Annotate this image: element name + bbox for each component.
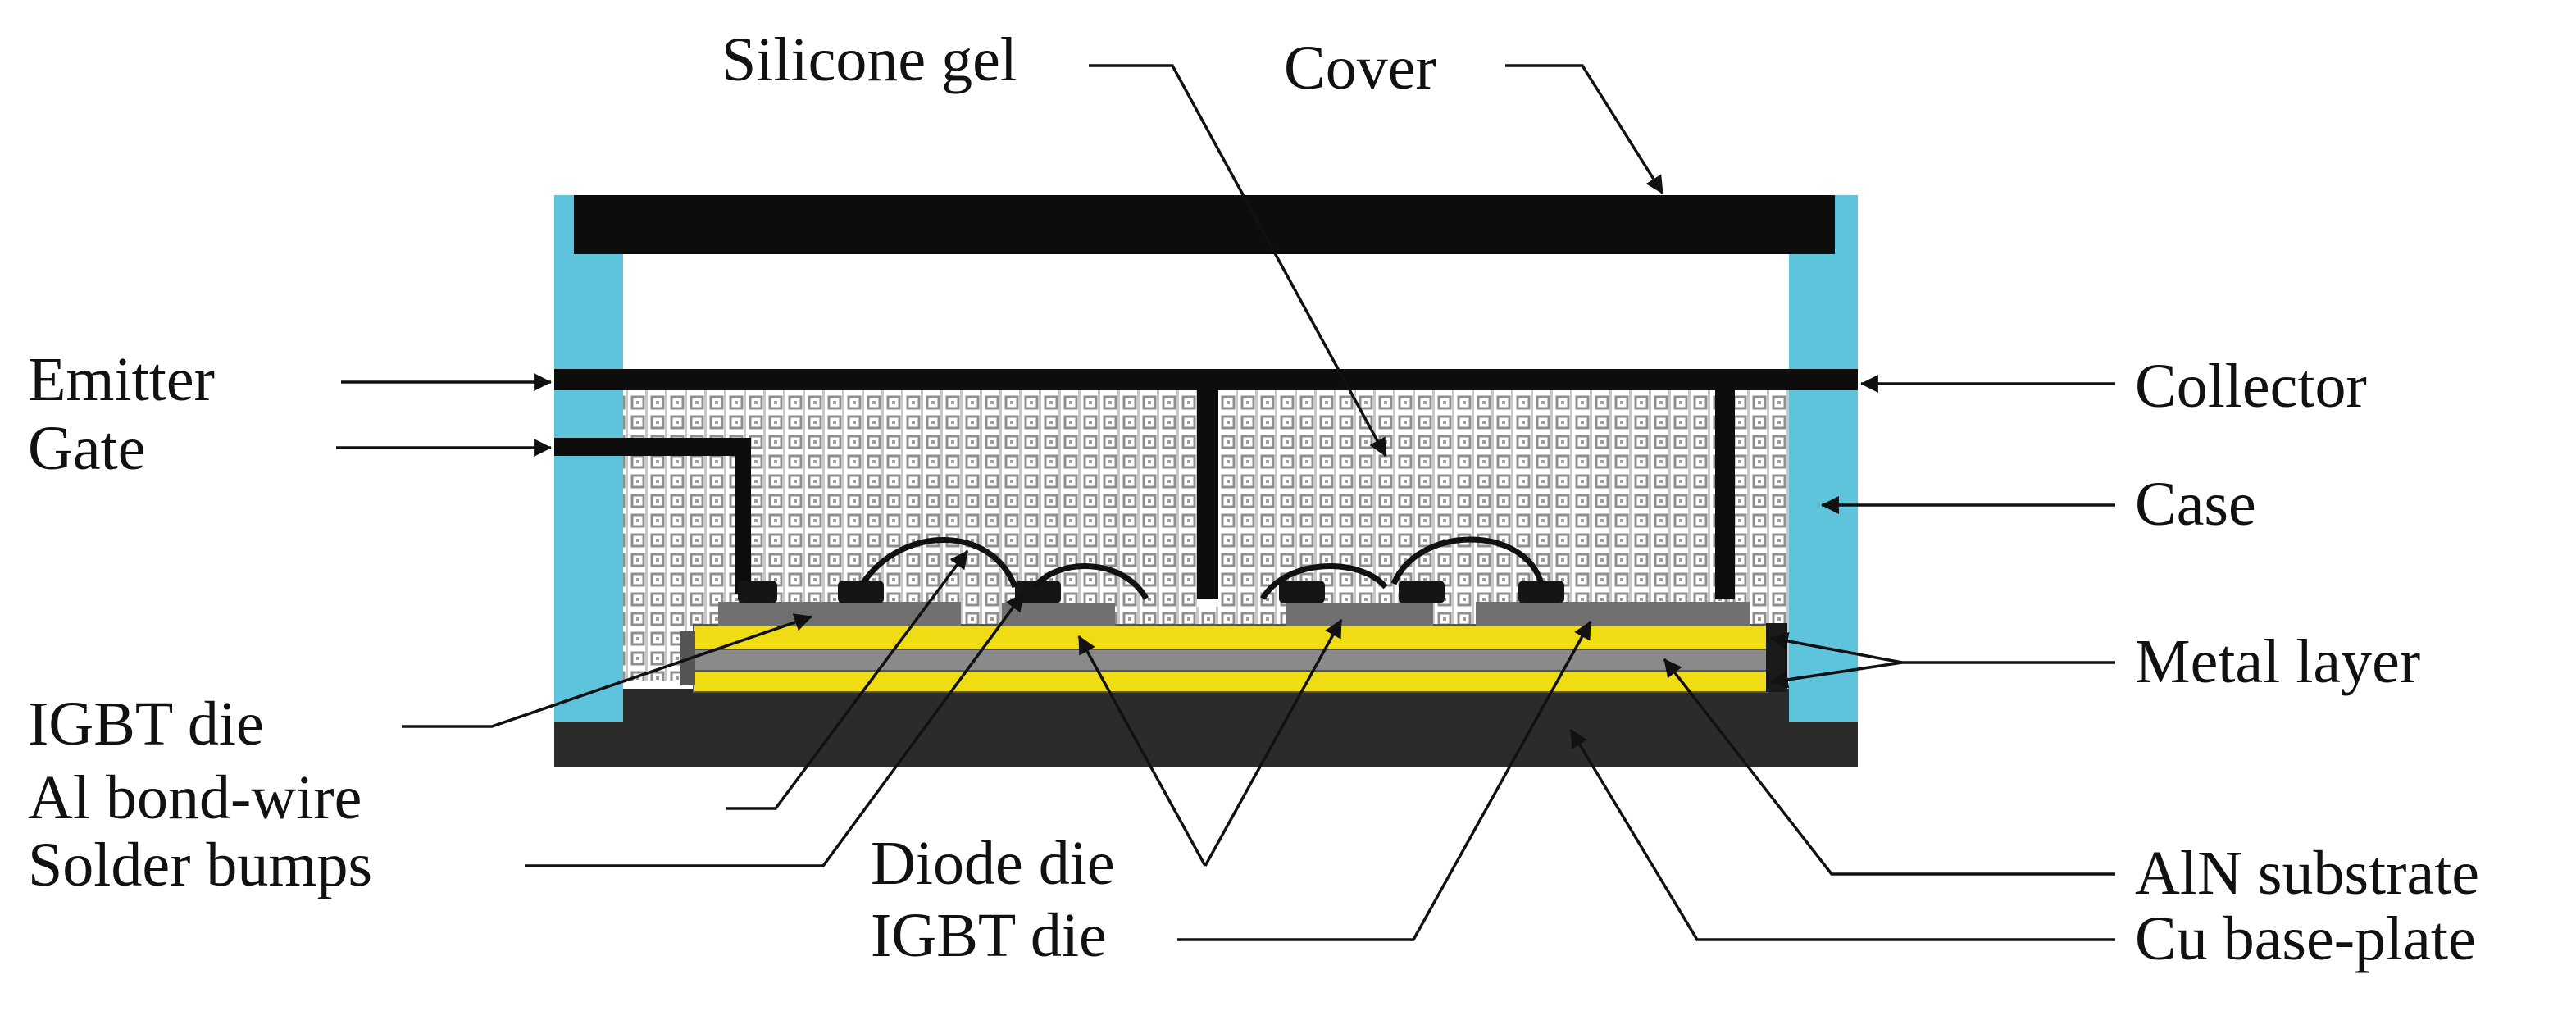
label-metal-layer: Metal layer bbox=[2135, 627, 2420, 696]
leader-cover bbox=[1505, 64, 1664, 194]
leader-al-bond-wire bbox=[726, 549, 969, 810]
gate-terminal-down bbox=[735, 438, 751, 594]
leader-igbt-die-left bbox=[402, 613, 813, 728]
cover-plate bbox=[574, 195, 1835, 254]
leader-aln-substrate bbox=[1663, 658, 2115, 876]
label-silicone-gel: Silicone gel bbox=[721, 25, 1017, 94]
label-collector: Collector bbox=[2135, 352, 2367, 421]
metal-layer-bottom bbox=[693, 668, 1768, 693]
igbt-die-left-shape bbox=[718, 602, 961, 626]
diode-die-right-shape bbox=[1286, 603, 1433, 626]
label-cover: Cover bbox=[1284, 34, 1436, 102]
solder-bump bbox=[1518, 581, 1564, 603]
aln-substrate-layer bbox=[693, 647, 1768, 672]
label-igbt-die-bottom: IGBT die bbox=[871, 901, 1107, 970]
label-emitter: Emitter bbox=[28, 345, 215, 414]
leader-metal-layer-branch bbox=[1769, 632, 1903, 664]
label-solder-bumps: Solder bumps bbox=[28, 831, 372, 899]
leader-metal-layer-branch bbox=[1769, 661, 1903, 689]
case-wall-right bbox=[1789, 195, 1858, 722]
leader-cu-base-plate bbox=[1569, 729, 2115, 941]
solder-bump bbox=[838, 581, 884, 603]
label-case: Case bbox=[2135, 470, 2256, 539]
solder-bump bbox=[1015, 581, 1061, 603]
gate-terminal-bar bbox=[554, 438, 751, 456]
leader-silicone-gel bbox=[1089, 64, 1387, 457]
igbt-die-right-shape bbox=[1476, 602, 1750, 626]
leader-diode-die bbox=[1077, 635, 1207, 867]
solder-bump bbox=[738, 581, 777, 603]
label-al-bond-wire: Al bond-wire bbox=[28, 763, 362, 832]
module-body bbox=[554, 195, 1858, 767]
leader-igbt-die-bottom bbox=[1177, 621, 1592, 941]
collector-terminal-down bbox=[1715, 369, 1735, 599]
label-diode-die: Diode die bbox=[871, 829, 1115, 898]
interior-air-gap bbox=[554, 242, 1789, 369]
label-aln-substrate: AlN substrate bbox=[2135, 839, 2479, 908]
emitter-terminal-down bbox=[1197, 369, 1218, 599]
diode-die-shape bbox=[1002, 603, 1115, 626]
cu-base-plate bbox=[554, 689, 1858, 767]
label-cu-base-plate: Cu base-plate bbox=[2135, 904, 2476, 973]
al-bond-wire bbox=[1390, 536, 1545, 585]
leader-solder-bumps bbox=[525, 592, 1025, 867]
solder-bump bbox=[1279, 581, 1325, 603]
leader-lines bbox=[336, 64, 2115, 941]
al-bond-wire bbox=[1032, 563, 1149, 600]
metal-layer-top bbox=[693, 624, 1768, 650]
label-igbt-die-left: IGBT die bbox=[28, 690, 264, 758]
al-bond-wire bbox=[1260, 563, 1388, 600]
al-bond-wire bbox=[860, 537, 1018, 589]
label-gate: Gate bbox=[28, 414, 145, 483]
leader-diode-die-branch bbox=[1204, 619, 1343, 867]
case-wall-left bbox=[554, 195, 623, 722]
labels: Silicone gel Cover Emitter Gate Collecto… bbox=[28, 25, 2479, 973]
solder-bump bbox=[1399, 581, 1445, 603]
